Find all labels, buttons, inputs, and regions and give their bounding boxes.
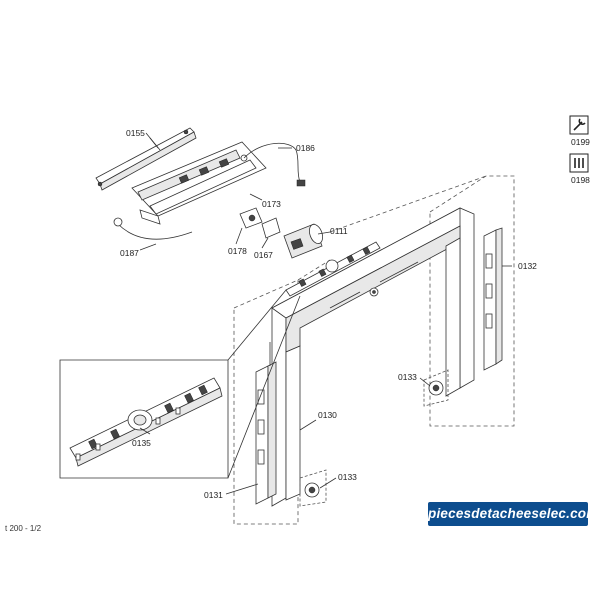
tools-icon — [569, 153, 589, 173]
label-0132: 0132 — [518, 261, 537, 271]
part-0133-bushing-right — [423, 369, 449, 407]
label-0111: 0111 — [330, 226, 348, 236]
part-handle-rail — [285, 241, 381, 297]
part-0178-bracket — [239, 207, 263, 229]
part-0130-frame — [271, 207, 475, 507]
legend-code-0199: 0199 — [571, 137, 590, 147]
label-0133-bottom: 0133 — [338, 472, 357, 482]
wire-0187 — [117, 223, 193, 240]
label-0133-right: 0133 — [398, 372, 417, 382]
dashed-group-left — [233, 279, 299, 525]
part-0155-strip — [95, 127, 197, 191]
part-0167-clip — [261, 217, 281, 239]
part-0135-rail-detail — [69, 377, 223, 467]
part-0131-bracket — [255, 342, 277, 505]
part-0173-panel — [131, 141, 267, 225]
label-0178: 0178 — [228, 246, 247, 256]
label-0130: 0130 — [318, 410, 337, 420]
label-0187: 0187 — [120, 248, 139, 258]
watermark-logo: piecesdetacheeselec.com — [428, 502, 598, 526]
wrench-icon — [569, 115, 589, 135]
label-0155: 0155 — [126, 128, 145, 138]
label-0131: 0131 — [204, 490, 223, 500]
part-0111-motor — [283, 223, 323, 259]
part-0132-bracket — [483, 227, 503, 371]
part-0133-bushing-bottom — [299, 469, 327, 507]
label-0186: 0186 — [296, 143, 315, 153]
label-0173: 0173 — [262, 199, 281, 209]
label-0167: 0167 — [254, 250, 273, 260]
label-0135: 0135 — [132, 438, 151, 448]
page-footer-code: t 200 - 1/2 — [5, 524, 42, 533]
legend-code-0198: 0198 — [571, 175, 590, 185]
wire-0186 — [243, 142, 301, 183]
